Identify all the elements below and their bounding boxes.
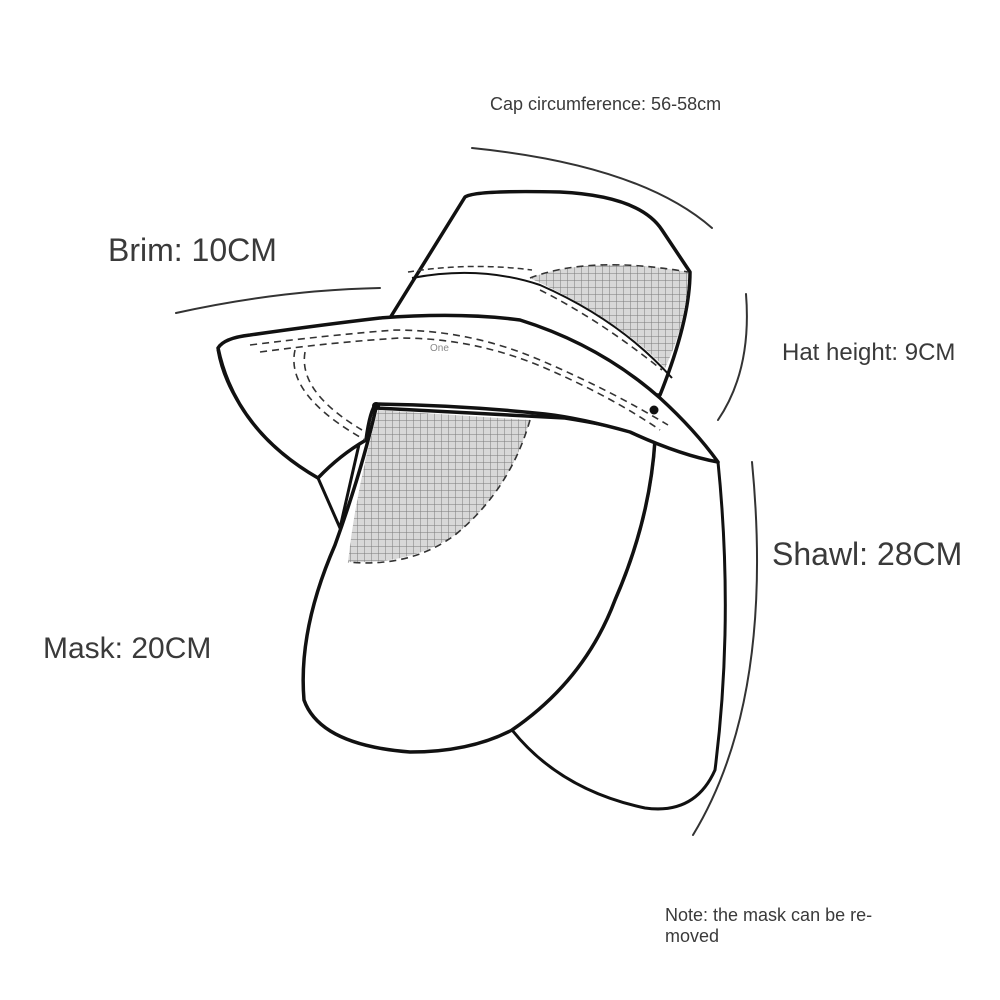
brim-label: Brim: 10CM bbox=[108, 232, 277, 268]
brim-stitching bbox=[249, 329, 669, 426]
snap-button-left bbox=[372, 402, 380, 410]
mask-label: Mask: 20CM bbox=[43, 632, 212, 665]
note-line-2: moved bbox=[665, 926, 720, 946]
height-line bbox=[717, 293, 748, 421]
note-line-1: Note: the mask can be re- bbox=[665, 905, 873, 925]
hat-height-label: Hat height: 9CM bbox=[782, 339, 956, 366]
shawl-line bbox=[692, 461, 758, 836]
dimension-lines bbox=[175, 147, 758, 836]
brim-line bbox=[175, 287, 381, 314]
crown-mesh-panel bbox=[530, 264, 688, 368]
brand-mark: One bbox=[430, 343, 449, 354]
circumference-line bbox=[471, 147, 713, 229]
removable-mask-note: Note: the mask can be re- moved bbox=[665, 905, 915, 947]
hat-brim bbox=[216, 313, 720, 480]
mask-mesh-panel bbox=[348, 410, 530, 563]
snap-button-right bbox=[649, 405, 659, 415]
shawl-label: Shawl: 28CM bbox=[772, 536, 963, 572]
cap-circumference-label: Cap circumference: 56-58cm bbox=[490, 94, 722, 114]
brim-underside-stitching bbox=[293, 349, 366, 441]
crown-band bbox=[411, 271, 673, 379]
